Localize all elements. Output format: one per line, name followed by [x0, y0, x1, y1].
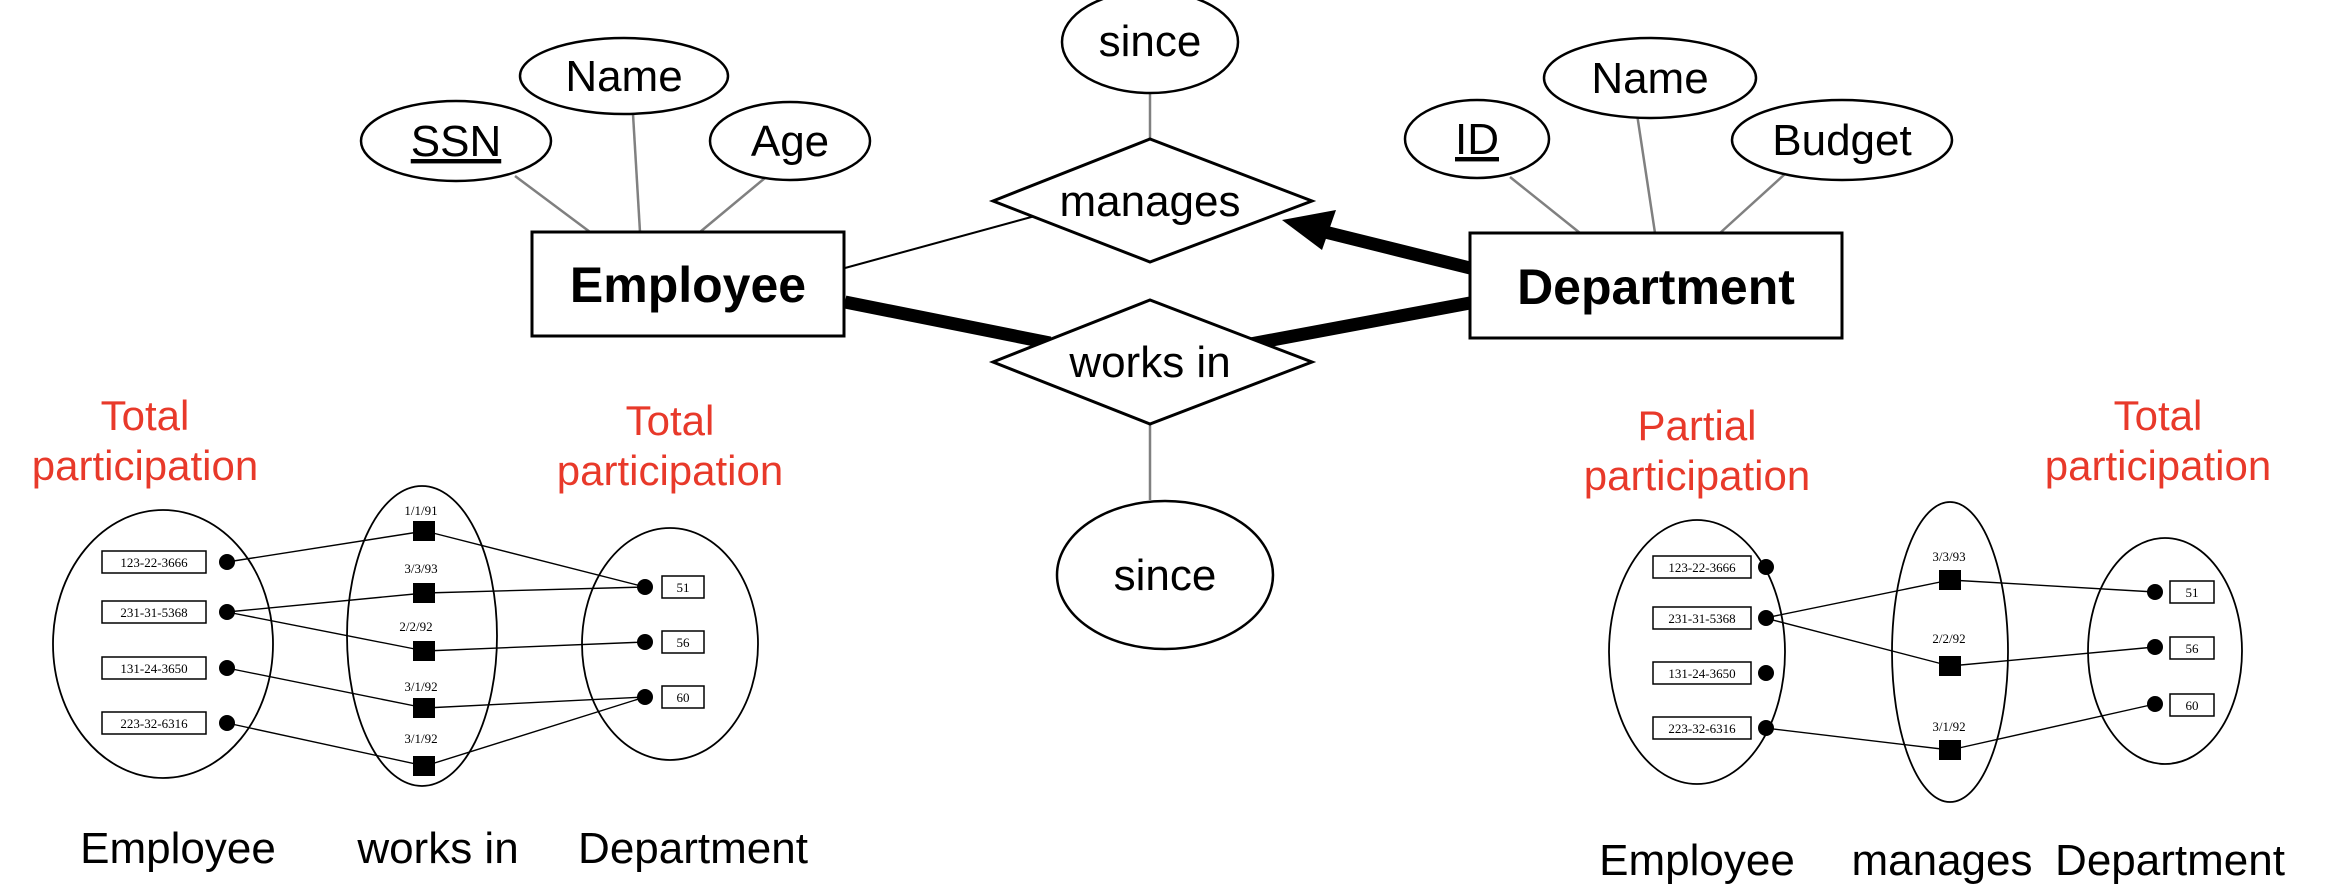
list-item: 3/3/93 [404, 561, 438, 603]
works-in-label: works in [1068, 338, 1230, 387]
manages-since-attr: since [1060, 0, 1240, 95]
list-item: 3/1/92 [404, 679, 438, 718]
department-attr-budget: Budget [1730, 98, 1954, 182]
employee-entity: Employee [530, 230, 846, 338]
employee-attr-age: Age [708, 100, 872, 182]
list-item: 51 [2147, 580, 2215, 604]
svg-text:51: 51 [677, 580, 690, 595]
list-item: 2/2/92 [399, 619, 435, 661]
list-item: 123-22-3666 [1652, 555, 1774, 579]
works-in-since-label: since [1114, 551, 1217, 600]
list-item: 131-24-3650 [1652, 661, 1774, 685]
left-caption-employee: Employee [80, 824, 276, 873]
manages-relationship: manages [988, 137, 1317, 264]
employee-attr-age-label: Age [751, 117, 829, 166]
svg-text:2/2/92: 2/2/92 [399, 619, 432, 634]
svg-text:231-31-5368: 231-31-5368 [1668, 611, 1735, 626]
list-item: 231-31-5368 [1652, 606, 1774, 630]
left-caption-department: Department [578, 824, 808, 873]
department-attr-name: Name [1542, 36, 1758, 120]
right-caption-department: Department [2055, 836, 2285, 885]
svg-text:223-32-6316: 223-32-6316 [120, 716, 188, 731]
right-emp-note: Partial [1637, 402, 1756, 449]
department-attr-budget-label: Budget [1772, 116, 1911, 165]
list-item: 131-24-3650 [101, 656, 235, 680]
svg-text:131-24-3650: 131-24-3650 [120, 661, 187, 676]
svg-text:2/2/92: 2/2/92 [1932, 631, 1965, 646]
list-item: 223-32-6316 [101, 711, 235, 735]
svg-text:60: 60 [2186, 698, 2199, 713]
svg-text:1/1/91: 1/1/91 [404, 503, 437, 518]
list-item: 56 [2147, 636, 2215, 660]
svg-text:131-24-3650: 131-24-3650 [1668, 666, 1735, 681]
right-employee-list: 123-22-3666 231-31-5368 131-24-3650 223-… [1652, 555, 1774, 740]
left-dept-note: Total [626, 397, 715, 444]
er-diagram: Employee Department SSN Name Age ID Name [359, 0, 1954, 651]
list-item: 1/1/91 [404, 503, 438, 541]
list-item: 60 [2147, 693, 2215, 717]
svg-text:231-31-5368: 231-31-5368 [120, 605, 187, 620]
list-item: 51 [637, 575, 705, 599]
list-item: 3/1/92 [1932, 719, 1966, 760]
list-item: 123-22-3666 [101, 550, 235, 574]
department-entity-label: Department [1517, 259, 1795, 315]
employee-attr-name: Name [518, 36, 730, 116]
employee-attr-name-label: Name [565, 52, 682, 101]
svg-text:3/1/92: 3/1/92 [404, 679, 437, 694]
svg-text:60: 60 [677, 690, 690, 705]
left-department-list: 51 56 60 [637, 575, 705, 709]
left-employee-list: 123-22-3666 231-31-5368 131-24-3650 223-… [101, 550, 235, 735]
svg-text:3/1/92: 3/1/92 [1932, 719, 1965, 734]
right-caption-rel: manages [1851, 836, 2032, 885]
svg-text:56: 56 [2186, 641, 2200, 656]
right-relationship-list: 3/3/93 2/2/92 3/1/92 [1932, 549, 1966, 760]
department-attr-id: ID [1403, 98, 1551, 180]
svg-text:123-22-3666: 123-22-3666 [1668, 560, 1736, 575]
svg-text:3/1/92: 3/1/92 [404, 731, 437, 746]
left-relationship-list: 1/1/91 3/3/93 2/2/92 3/1/92 3/1/92 [399, 503, 438, 776]
svg-text:3/3/93: 3/3/93 [1932, 549, 1965, 564]
left-emp-note: Total [101, 392, 190, 439]
department-entity: Department [1468, 231, 1844, 340]
list-item: 3/1/92 [404, 731, 438, 776]
department-attr-id-label: ID [1455, 115, 1499, 164]
svg-text:51: 51 [2186, 585, 2199, 600]
svg-text:123-22-3666: 123-22-3666 [120, 555, 188, 570]
list-item: 56 [637, 630, 705, 654]
right-caption-employee: Employee [1599, 836, 1795, 885]
list-item: 3/3/93 [1932, 549, 1966, 590]
works-in-relationship: works in [988, 298, 1317, 426]
works-in-since-attr: since [1055, 499, 1275, 651]
manages-label: manages [1059, 177, 1240, 226]
list-item: 2/2/92 [1932, 631, 1966, 676]
svg-text:56: 56 [677, 635, 691, 650]
manages-since-label: since [1099, 17, 1202, 66]
list-item: 60 [637, 685, 705, 709]
employee-attr-ssn-label: SSN [411, 117, 501, 166]
right-department-list: 51 56 60 [2147, 580, 2215, 717]
list-item: 231-31-5368 [101, 600, 235, 624]
list-item: 223-32-6316 [1652, 716, 1774, 740]
department-attr-name-label: Name [1591, 54, 1708, 103]
manages-arrowhead [1282, 210, 1336, 250]
employee-entity-label: Employee [570, 257, 806, 313]
left-caption-rel: works in [356, 824, 518, 873]
svg-text:3/3/93: 3/3/93 [404, 561, 437, 576]
employee-attr-ssn: SSN [359, 99, 553, 183]
right-dept-note: Total [2114, 392, 2203, 439]
svg-text:223-32-6316: 223-32-6316 [1668, 721, 1736, 736]
